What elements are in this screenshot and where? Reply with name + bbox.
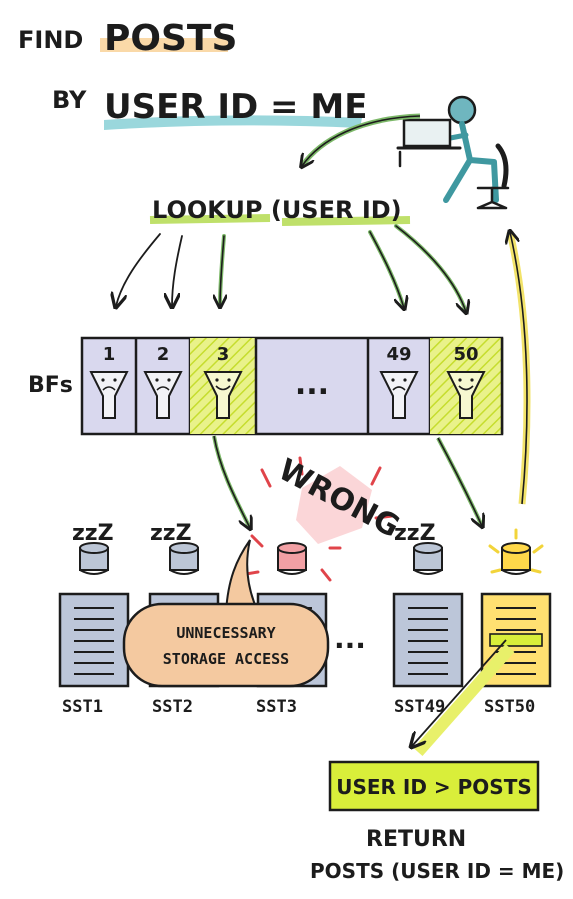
sstable-sst1: zzZ SST1 — [58, 521, 130, 717]
lookup-arrows — [116, 224, 466, 312]
sad-funnel-icon — [143, 371, 183, 419]
callout-line2: STORAGE ACCESS — [163, 650, 289, 668]
sstable-sst50: SST50 — [480, 528, 552, 717]
storage-server-icon — [392, 592, 464, 688]
title-find: FIND — [18, 26, 83, 54]
happy-funnel-icon — [446, 371, 486, 419]
bloom-filter-ellipsis: ... — [295, 367, 329, 402]
sstable-label: SST49 — [394, 697, 445, 717]
sad-funnel-icon — [379, 371, 419, 419]
title-by: BY — [52, 86, 87, 114]
database-icon — [169, 542, 199, 575]
result-box: USER ID > POSTS — [328, 760, 540, 812]
return-value: POSTS (USER ID = ME) — [310, 859, 564, 883]
title-posts-highlight — [100, 38, 228, 52]
bloom-filter-number: 3 — [217, 344, 230, 365]
return-label: RETURN — [366, 827, 466, 852]
unnecessary-access-callout: UNNECESSARY STORAGE ACCESS — [122, 539, 330, 688]
sad-funnel-icon — [89, 371, 129, 419]
lookup-label: LOOKUP (USER ID) — [149, 196, 411, 226]
bloom-filter-6: 50 — [430, 338, 504, 434]
sstable-sst49: zzZ SST49 — [392, 521, 464, 717]
bloom-filter-number: 49 — [386, 344, 411, 365]
sstable-label: SST3 — [256, 697, 297, 717]
database-icon — [79, 542, 109, 575]
bloom-filter-number: 1 — [103, 344, 116, 365]
sleeping-zzz-label: zzZ — [72, 521, 114, 546]
database-icon — [501, 542, 531, 575]
sstable-label: SST2 — [152, 697, 193, 717]
title-userid-highlight — [104, 115, 362, 130]
database-icon — [277, 542, 307, 575]
sstable-label: SST50 — [484, 697, 535, 717]
bloom-filter-1: 1 — [89, 338, 138, 434]
bf-to-sst-arrows — [212, 435, 482, 528]
title-userid: USER ID = ME — [104, 87, 367, 127]
lookup-text: LOOKUP (USER ID) — [152, 196, 402, 224]
sstable-label: SST1 — [62, 697, 103, 717]
bloom-filter-cells: 1 2 3... 49 50 — [89, 338, 504, 434]
arrow-user-to-lookup-outline — [302, 115, 421, 166]
bloom-filter-3: 3 — [190, 338, 258, 434]
wrong-burst: WRONG — [244, 452, 405, 582]
storage-server-icon — [58, 592, 130, 688]
database-icon — [413, 542, 443, 575]
bf-label: BFs — [28, 373, 73, 398]
sleeping-zzz-label: zzZ — [150, 521, 192, 546]
title: FIND POSTS BY USER ID = ME — [18, 18, 367, 130]
return-arrow-to-user — [510, 232, 531, 505]
result-box-text: USER ID > POSTS — [336, 775, 532, 799]
bloom-filter-number: 50 — [453, 344, 478, 365]
bloom-filter-number: 2 — [157, 344, 170, 365]
result-arrow — [412, 639, 515, 756]
user-at-desk-icon — [396, 95, 510, 210]
glow-rays — [488, 528, 544, 574]
bloom-filter-4: ... — [295, 338, 370, 434]
title-posts: POSTS — [104, 18, 237, 59]
happy-funnel-icon — [203, 371, 243, 419]
callout-line1: UNNECESSARY — [176, 624, 275, 642]
sleeping-zzz-label: zzZ — [394, 521, 436, 546]
sstable-ellipsis: ... — [334, 622, 366, 655]
